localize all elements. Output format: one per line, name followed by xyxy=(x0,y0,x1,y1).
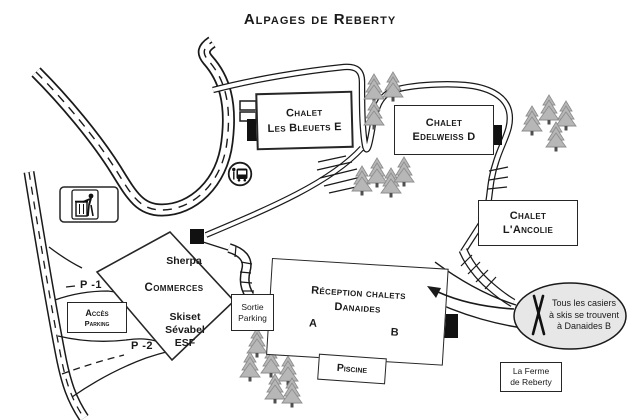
reception-line2: Danaides xyxy=(334,300,382,316)
callout-text: Tous les casiers à skis se trouvent à Da… xyxy=(546,298,622,333)
map-title: Alpages de Reberty xyxy=(243,11,397,28)
fir-tree-icon xyxy=(366,157,388,188)
commerces-label: Commerces xyxy=(144,282,204,294)
parking-p1-label: P -1 xyxy=(80,279,102,291)
callout-line3: à Danaides B xyxy=(556,321,612,331)
chalet-ancolie-box: Chalet L'Ancolie xyxy=(478,200,578,246)
chalet-ancolie-line2: L'Ancolie xyxy=(502,224,554,236)
fir-tree-icon xyxy=(277,355,299,386)
fir-tree-icon xyxy=(538,94,560,125)
piscine-label: Piscine xyxy=(336,361,368,377)
shop-esf-label: ESF xyxy=(174,337,196,349)
callout-line2: à skis se trouvent xyxy=(548,309,620,320)
fir-tree-icon xyxy=(281,377,303,408)
piscine-box: Piscine xyxy=(317,353,387,385)
acces-line2: Parking xyxy=(84,318,110,328)
sortie-line2: Parking xyxy=(238,312,267,323)
ferme-reberty-box: La Ferme de Reberty xyxy=(500,362,562,392)
callout-line1: Tous les casiers xyxy=(551,298,617,308)
fir-tree-icon xyxy=(393,156,415,187)
shop-sherpa-label: Sherpa xyxy=(166,255,202,267)
stairs-to-sortie xyxy=(227,243,255,299)
acces-line1: Accès xyxy=(85,307,109,318)
fir-tree-icon xyxy=(521,105,543,136)
unit-a-label: A xyxy=(308,317,318,330)
parking-p2-label: P -2 xyxy=(131,340,153,352)
ferme-line2: de Reberty xyxy=(510,377,552,387)
stairs-to-danaides xyxy=(458,248,516,307)
shop-sevabel-label: Sévabel xyxy=(165,324,205,336)
main-road xyxy=(31,36,235,217)
chalet-edelweiss-line1: Chalet xyxy=(425,116,463,129)
chalet-bleuets-line1: Chalet xyxy=(285,106,323,120)
sortie-parking-box: Sortie Parking xyxy=(231,294,274,331)
bleuets-annex-markers xyxy=(239,100,257,122)
chalet-bleuets-line2: Les Bleuets E xyxy=(267,120,342,135)
reception-danaides-box: Réception chalets Danaides A B xyxy=(266,258,449,366)
acces-parking-box: Accès Parking xyxy=(67,302,127,333)
chalet-ancolie-line1: Chalet xyxy=(509,209,547,222)
unit-b-label: B xyxy=(390,326,399,339)
chalet-bleuets-box: Chalet Les Bleuets E xyxy=(255,90,354,151)
ferme-line1: La Ferme xyxy=(512,366,550,376)
chalet-edelweiss-line2: Edelweiss D xyxy=(412,131,476,143)
fir-tree-icon xyxy=(363,73,385,104)
fir-tree-icon xyxy=(555,100,577,131)
chalet-edelweiss-box: Chalet Edelweiss D xyxy=(394,105,494,155)
walkway-to-commerces xyxy=(202,145,365,251)
sortie-line1: Sortie xyxy=(241,301,264,312)
bus-stop-icon xyxy=(227,161,253,187)
trash-disposal-icon xyxy=(59,186,119,223)
shop-skiset-label: Skiset xyxy=(169,311,201,323)
commerces-building xyxy=(95,230,236,362)
hatch-marks xyxy=(316,155,509,194)
